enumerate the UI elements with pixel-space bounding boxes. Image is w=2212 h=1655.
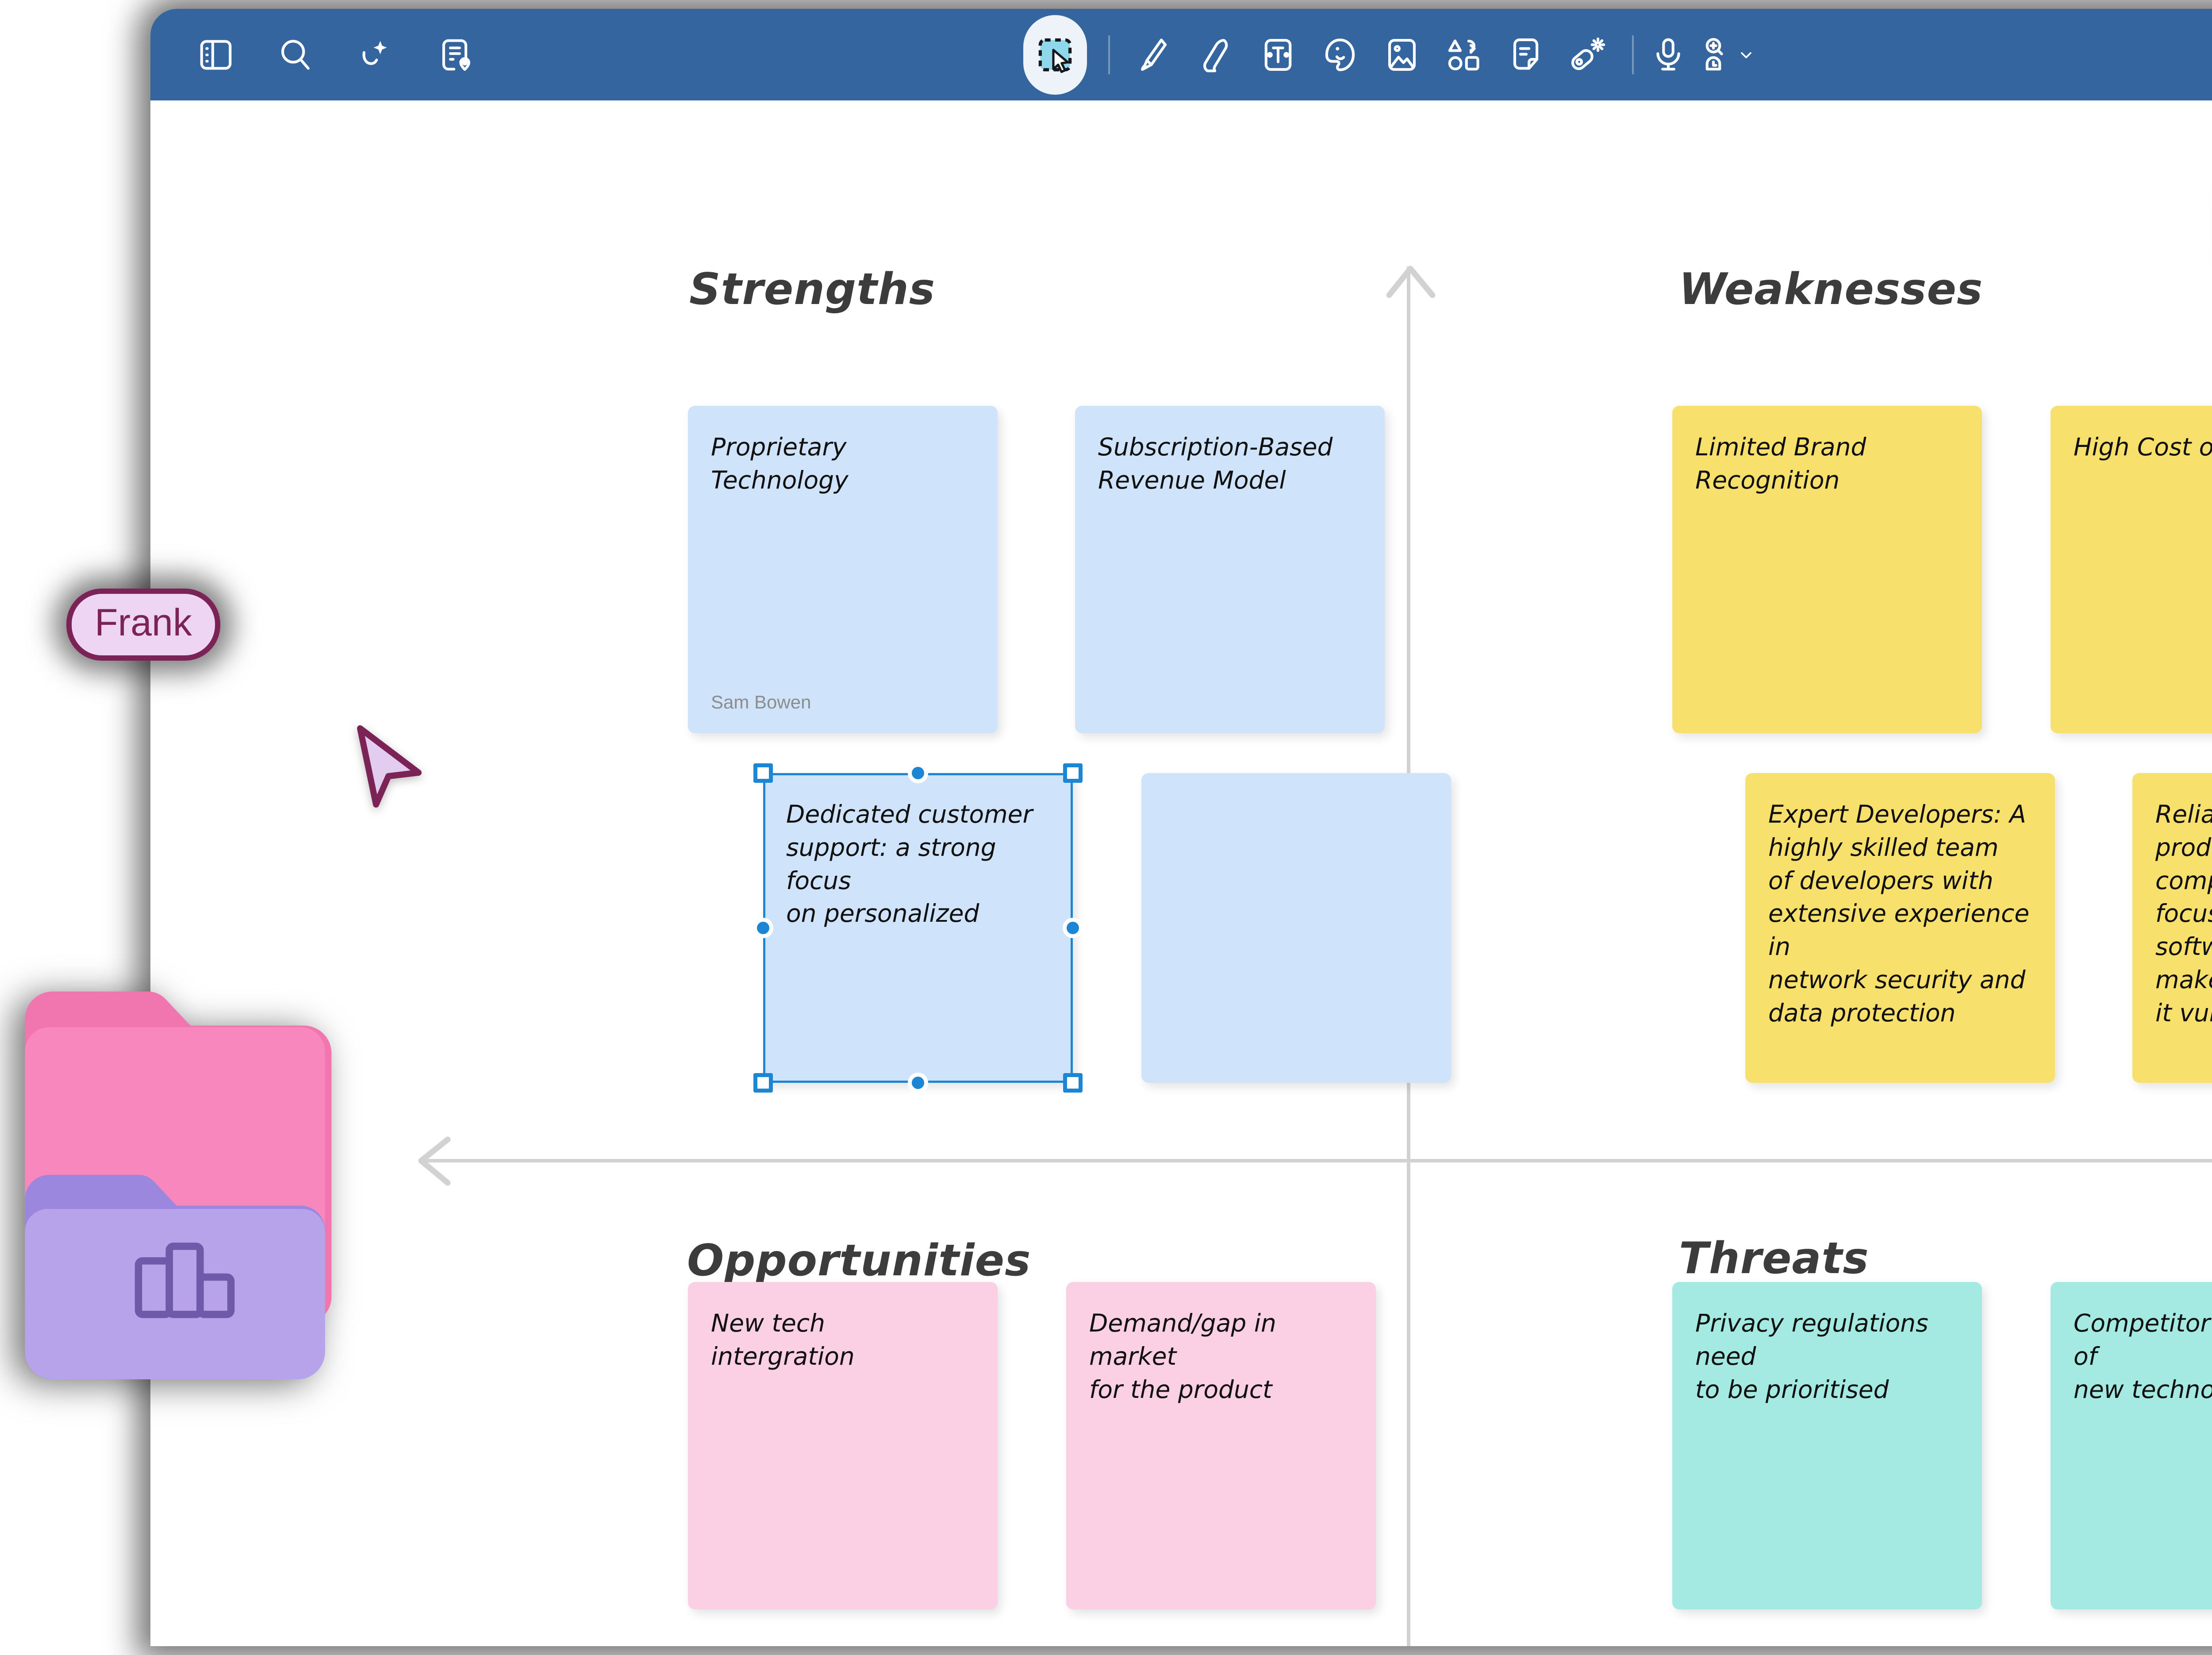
toolbar-center-group [1023, 9, 1755, 100]
sticky-note-text: Demand/gap in market for the product [1089, 1309, 1276, 1404]
presence-dropdown[interactable] [1647, 34, 1755, 76]
microphone-tool[interactable] [1647, 34, 1690, 76]
sticky-note-text: Competitor adoption of new technology [2074, 1309, 2212, 1404]
sticky-note-author: Sam Bowen [711, 691, 811, 712]
sticky-note-text: Dedicated customer support: a strong foc… [786, 800, 1033, 928]
sticky-note[interactable]: High Cost of Talent [2051, 406, 2212, 733]
toolbar-divider [1108, 35, 1110, 74]
sticky-note[interactable]: New tech intergration [688, 1282, 998, 1609]
sticky-note-text: Proprietary Technology [711, 433, 849, 494]
toolbar-left-group [195, 9, 476, 100]
sticky-note[interactable]: Reliance on a single product: the compan… [2132, 773, 2212, 1083]
image-tool[interactable] [1381, 34, 1423, 76]
sticky-note-text: Subscription-Based Revenue Model [1098, 433, 1333, 494]
sticky-note[interactable]: Privacy regulations need to be prioritis… [1672, 1282, 1982, 1609]
sticky-note[interactable]: Proprietary Technology Sam Bowen [688, 406, 998, 733]
text-tool[interactable] [1257, 34, 1299, 76]
quadrant-title-threats: Threats [1679, 1233, 1869, 1284]
resize-handle-top-center[interactable] [908, 763, 928, 783]
quadrant-title-opportunities: Opportunities [687, 1235, 1031, 1286]
sticky-note[interactable]: Subscription-Based Revenue Model [1075, 406, 1385, 733]
resize-handle-bottom-center[interactable] [908, 1073, 928, 1093]
sticky-note-text: New tech intergration [711, 1309, 855, 1370]
whiteboard-app-window: Strengths Weaknesses Opportunities Threa… [150, 9, 2212, 1646]
laser-pointer-tool[interactable] [1567, 34, 1609, 76]
resize-handle-top-left[interactable] [753, 763, 773, 783]
sticky-note-text: Limited Brand Recognition [1695, 433, 1866, 494]
axis-horizontal-line [420, 1159, 2212, 1162]
chart-folder-icon[interactable] [9, 956, 336, 1394]
shapes-tool[interactable] [1443, 34, 1485, 76]
sticky-note-tool[interactable] [1505, 34, 1547, 76]
resize-handle-bottom-right[interactable] [1063, 1073, 1083, 1093]
chevron-down-icon[interactable] [1737, 46, 1755, 64]
board-canvas[interactable]: Strengths Weaknesses Opportunities Threa… [150, 100, 2212, 1646]
toolbar-divider-2 [1632, 35, 1634, 74]
select-tool[interactable] [1023, 15, 1087, 95]
cursor-pointer-frank-icon [349, 721, 429, 810]
color-palette-tool[interactable] [1319, 34, 1361, 76]
search-icon[interactable] [274, 34, 317, 76]
resize-handle-middle-left[interactable] [753, 918, 773, 938]
sticky-note[interactable] [1141, 773, 1451, 1083]
zoom-presence-icon[interactable] [1692, 34, 1735, 76]
sticky-note[interactable]: Expert Developers: A highly skilled team… [1745, 773, 2055, 1083]
sticky-note-text: High Cost of Talent [2074, 433, 2212, 461]
axis-arrow-left-icon [416, 1135, 473, 1188]
sticky-note-selected[interactable]: Dedicated customer support: a strong foc… [763, 773, 1073, 1083]
resize-handle-middle-right[interactable] [1063, 918, 1083, 938]
sticky-note-text: Expert Developers: A highly skilled team… [1768, 800, 2030, 1027]
resize-handle-bottom-left[interactable] [753, 1073, 773, 1093]
quadrant-title-weaknesses: Weaknesses [1679, 264, 1983, 315]
sticky-note[interactable]: Demand/gap in market for the product [1066, 1282, 1376, 1609]
pen-tool[interactable] [1133, 34, 1175, 76]
cursor-label-frank: Frank [66, 589, 220, 661]
resize-handle-top-right[interactable] [1063, 763, 1083, 783]
sticky-note[interactable]: Competitor adoption of new technology [2051, 1282, 2212, 1609]
eraser-tool[interactable] [1195, 34, 1237, 76]
document-outline-icon[interactable] [434, 34, 476, 76]
sidebar-panel-icon[interactable] [195, 34, 237, 76]
sticky-note-text: Privacy regulations need to be prioritis… [1695, 1309, 1928, 1404]
axis-arrow-up-icon [1385, 263, 1438, 321]
sticky-note-text: Reliance on a single product: the compan… [2155, 800, 2212, 1027]
sticky-note[interactable]: Limited Brand Recognition [1672, 406, 1982, 733]
quadrant-title-strengths: Strengths [689, 264, 936, 315]
app-toolbar [150, 9, 2212, 100]
ai-sparkle-icon[interactable] [354, 34, 396, 76]
